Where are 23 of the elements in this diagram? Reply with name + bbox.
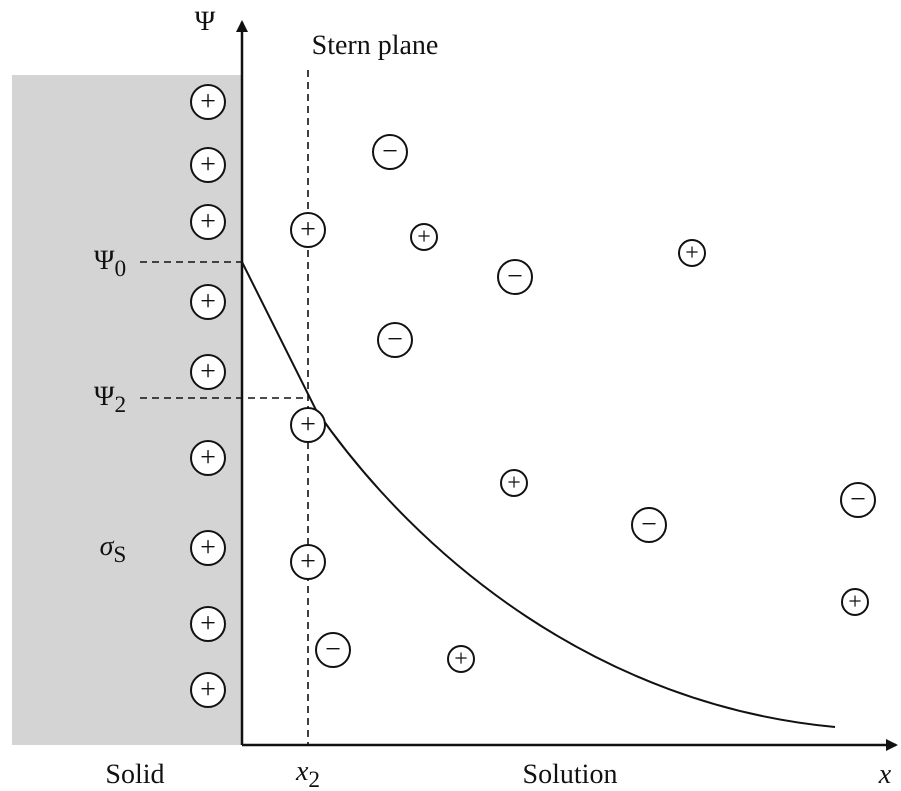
ion-circle: − <box>377 322 413 358</box>
potential-label: Ψ$_{0}$ <box>94 245 126 283</box>
ion-circle: − <box>372 134 408 170</box>
axis-label: Ψ <box>194 6 216 38</box>
charge-density-label: σ$_{S}$ <box>100 531 126 569</box>
ion-circle: + <box>678 239 706 267</box>
ion-circle: − <box>840 482 876 518</box>
plane-label: Stern plane <box>312 30 438 62</box>
ion-circle: + <box>447 645 475 673</box>
region-label: Solution <box>522 759 618 791</box>
ion-circle: + <box>290 544 326 580</box>
ion-circle: + <box>410 223 438 251</box>
ion-circle: − <box>497 259 533 295</box>
ion-circle: − <box>315 632 351 668</box>
axis-label: x <box>878 759 892 791</box>
ion-circle: − <box>631 507 667 543</box>
ion-circle: + <box>290 212 326 248</box>
region-label: Solid <box>105 759 165 791</box>
ion-circle: + <box>290 407 326 443</box>
ion-circle: + <box>500 469 528 497</box>
potential-label: Ψ$_{2}$ <box>94 381 126 419</box>
axis-tick-label: x$_{2}$ <box>296 756 320 791</box>
ion-circle: + <box>841 588 869 616</box>
